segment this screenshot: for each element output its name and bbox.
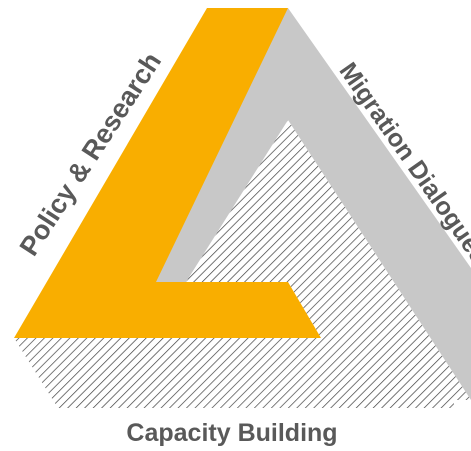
migration-dialogues-segment <box>132 8 471 400</box>
capacity-building-segment <box>14 120 471 408</box>
policy-research-segment <box>14 8 321 338</box>
capacity-building-label: Capacity Building <box>126 419 337 447</box>
